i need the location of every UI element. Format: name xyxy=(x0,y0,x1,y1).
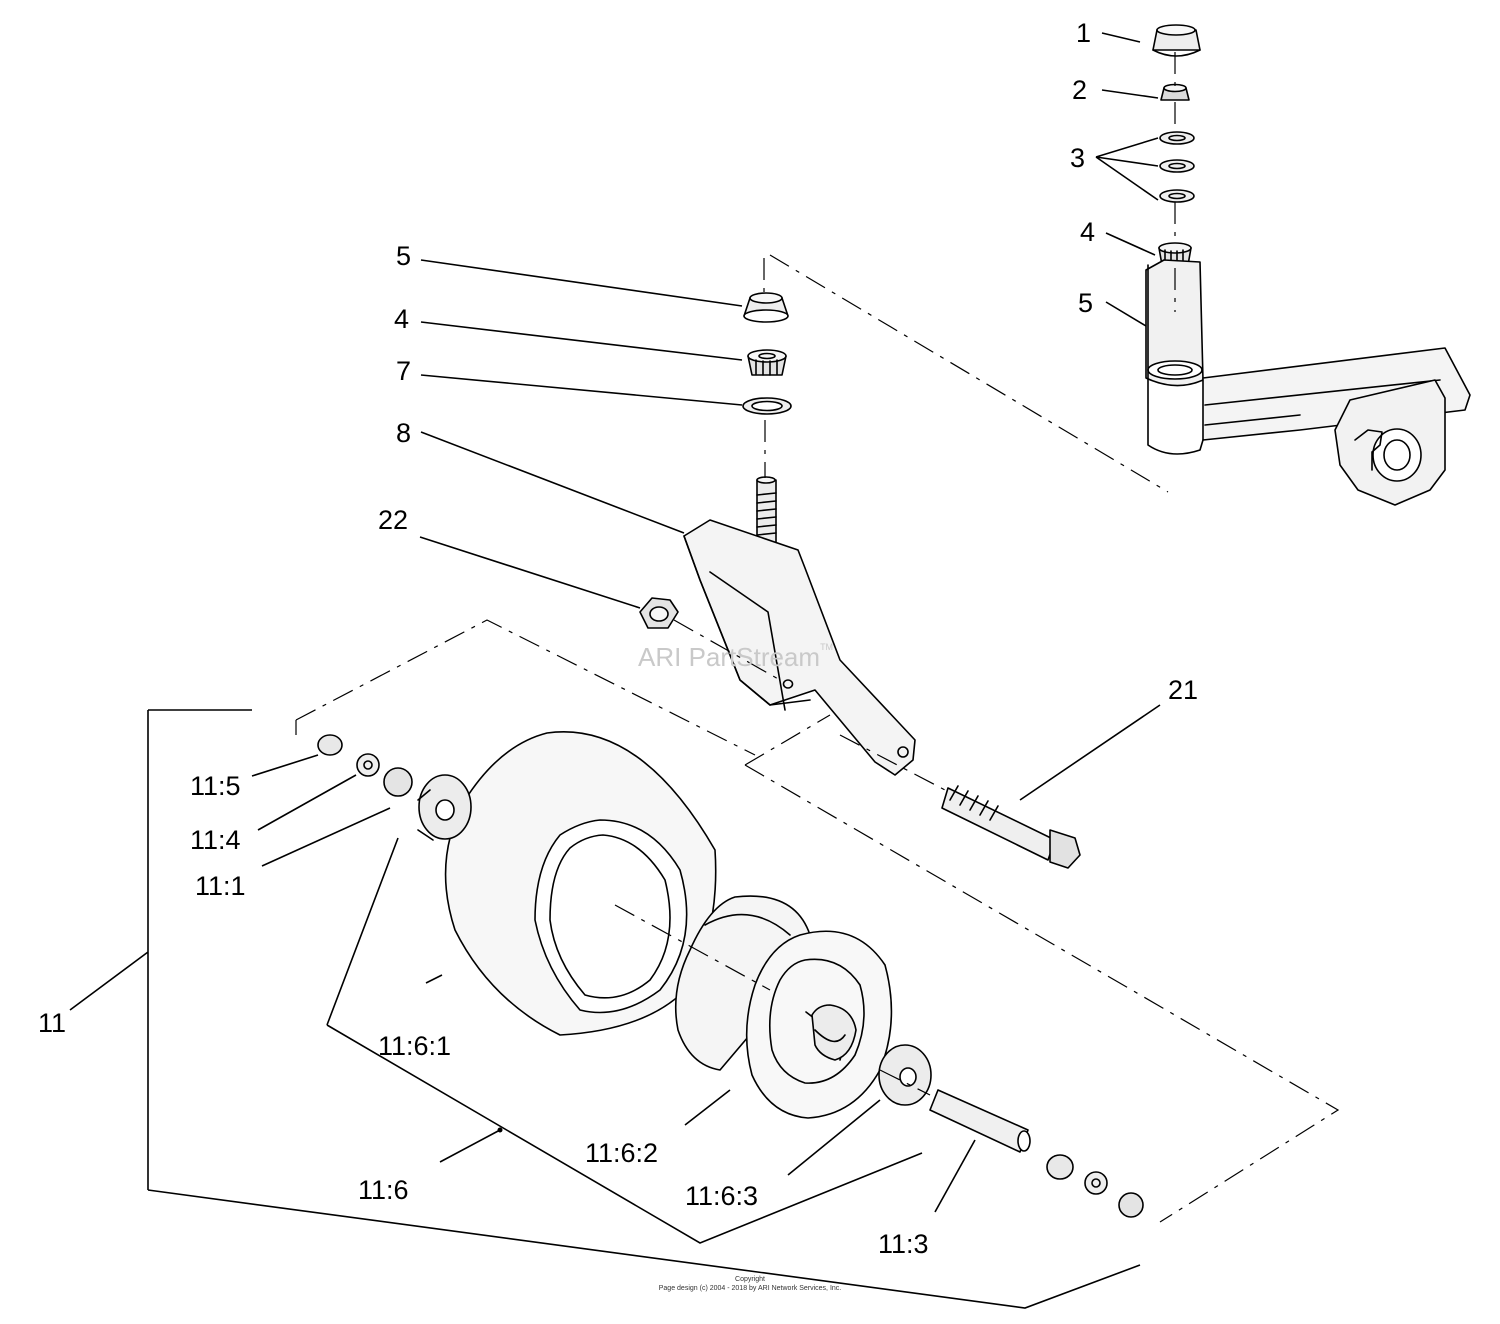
partstream-watermark: ARI PartStreamTM xyxy=(638,642,833,673)
callout-11-6-2: 11:6:2 xyxy=(585,1138,659,1168)
callout-2: 2 xyxy=(1072,75,1088,105)
bearing-cone-part xyxy=(747,349,787,376)
spacer-washer-part xyxy=(417,774,472,841)
callout-5: 5 xyxy=(396,241,412,271)
callout-11-6-3: 11:6:3 xyxy=(685,1181,759,1211)
alignment-lines xyxy=(295,52,1340,1223)
hex-nut-part xyxy=(1160,83,1190,101)
hub-half-part xyxy=(674,895,811,1071)
junction-dot xyxy=(497,1127,503,1133)
trademark-mark: TM xyxy=(820,642,834,652)
bearing-cup-part xyxy=(743,292,789,323)
callout-3: 3 xyxy=(1070,143,1086,173)
callout-11-6-1: 11:6:1 xyxy=(378,1031,452,1061)
callout-1: 1 xyxy=(1076,18,1092,48)
callout-21: 21 xyxy=(1168,675,1199,705)
axle-tube-part xyxy=(929,1089,1031,1153)
callout-4: 4 xyxy=(1080,217,1096,247)
callout-22: 22 xyxy=(378,505,409,535)
watermark-text: ARI PartStream xyxy=(638,642,821,672)
leader-lines xyxy=(69,32,1161,1309)
lock-nut-part xyxy=(639,597,679,629)
dust-cap-part xyxy=(1152,24,1201,57)
callout-5: 5 xyxy=(1078,288,1094,318)
callout-8: 8 xyxy=(396,418,412,448)
tire-part xyxy=(444,731,717,1036)
callout-11-1: 11:1 xyxy=(195,871,246,901)
caster-housing-part xyxy=(1145,259,1471,506)
axle-bolt-part xyxy=(941,785,1081,869)
seal-washer-part xyxy=(742,397,792,415)
callout-11-6: 11:6 xyxy=(358,1175,409,1205)
callout-4: 4 xyxy=(394,304,410,334)
caster-fork-part xyxy=(683,476,916,776)
small-bushing-part xyxy=(317,734,1144,1218)
spacer-washer-part xyxy=(878,1044,932,1106)
callout-11-3: 11:3 xyxy=(878,1229,929,1259)
page-design-credit: Page design (c) 2004 - 2018 by ARI Netwo… xyxy=(658,1285,842,1292)
callout-11: 11 xyxy=(38,1008,67,1038)
callout-7: 7 xyxy=(396,356,412,386)
hub-half-part xyxy=(745,930,893,1119)
washer-part xyxy=(1159,131,1195,203)
callout-11-4: 11:4 xyxy=(190,825,241,855)
callout-11-5: 11:5 xyxy=(190,771,241,801)
copyright-label: Copyright xyxy=(735,1276,765,1283)
